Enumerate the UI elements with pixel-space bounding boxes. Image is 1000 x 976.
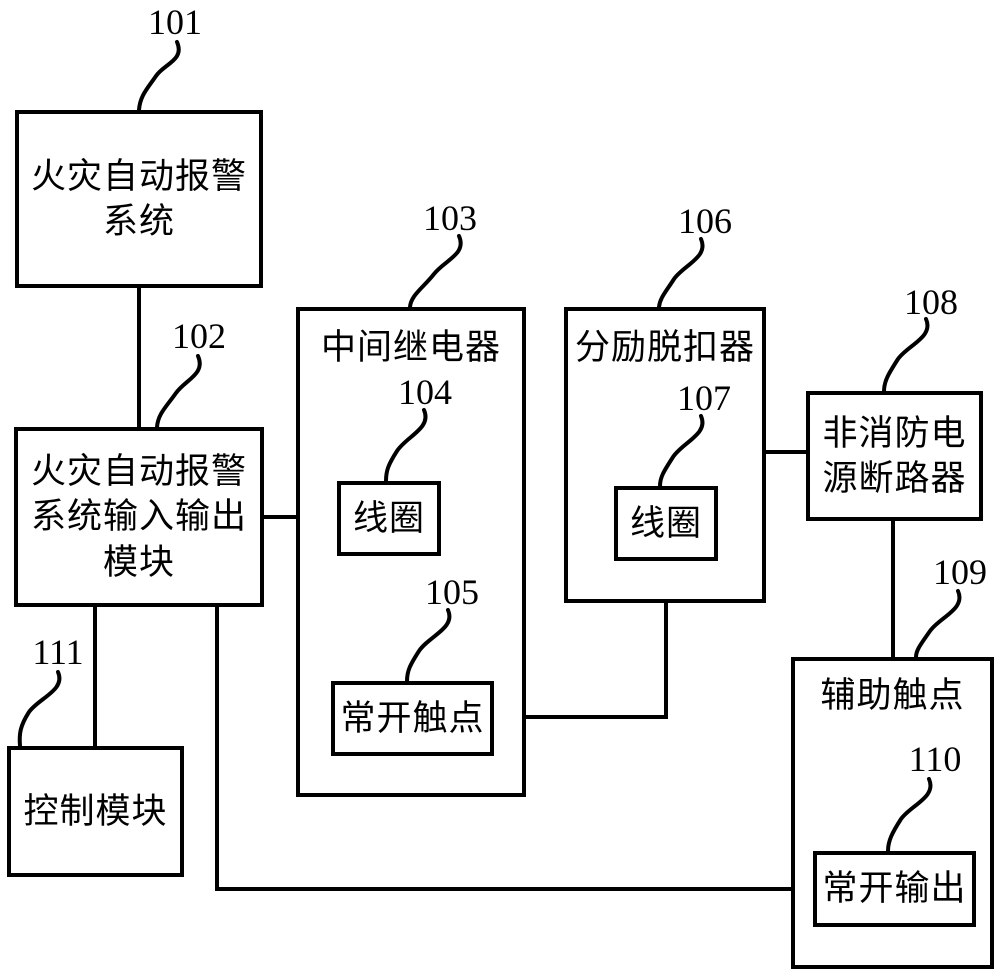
ref-108: 108 [904, 282, 958, 322]
leader-109 [914, 589, 962, 659]
connector-coil-107-down [664, 559, 668, 719]
connector-108-to-109 [891, 519, 895, 659]
box-relay-coil-label: 线圈 [352, 498, 425, 538]
box-shunt-release-label: 分励脱扣器 [574, 328, 755, 367]
ref-110: 110 [908, 739, 962, 779]
ref-109: 109 [933, 552, 987, 592]
connector-contact-105-to-coil-107 [492, 715, 668, 719]
box-relay-coil: 线圈 [337, 481, 441, 556]
box-control-module: 控制模块 [7, 746, 184, 877]
leader-101 [137, 40, 181, 112]
leader-103 [408, 234, 463, 309]
connector-101-to-102 [137, 287, 141, 428]
leader-102 [155, 354, 202, 429]
connector-102-to-111 [93, 605, 97, 748]
box-normally-open-contact-label: 常开触点 [340, 698, 485, 738]
ref-111: 111 [32, 632, 84, 672]
box-normally-open-contact: 常开触点 [331, 681, 494, 756]
box-io-module-label: 火灾自动报警 系统输入输出 模块 [30, 451, 247, 582]
connector-102-down [215, 605, 219, 891]
ref-102: 102 [172, 316, 226, 356]
connector-106-to-108 [764, 450, 808, 454]
box-intermediate-relay-label: 中间继电器 [320, 328, 501, 367]
box-fire-alarm-system: 火灾自动报警 系统 [15, 110, 263, 288]
ref-105: 105 [425, 572, 479, 612]
leader-106 [657, 237, 705, 309]
box-release-coil: 线圈 [614, 486, 718, 561]
ref-104: 104 [398, 372, 452, 412]
box-auxiliary-contact-label: 辅助触点 [820, 676, 965, 715]
box-fire-alarm-system-label: 火灾自动报警 系统 [30, 156, 247, 242]
box-release-coil-label: 线圈 [629, 503, 702, 543]
ref-101: 101 [148, 2, 202, 42]
ref-106: 106 [678, 201, 732, 241]
leader-108 [882, 317, 930, 393]
connector-102-to-output-110 [215, 887, 815, 891]
box-non-fire-power-breaker: 非消防电 源断路器 [806, 391, 983, 521]
box-io-module: 火灾自动报警 系统输入输出 模块 [14, 427, 264, 607]
ref-107: 107 [677, 378, 731, 418]
box-non-fire-power-breaker-label: 非消防电 源断路器 [822, 413, 967, 499]
ref-103: 103 [423, 198, 477, 238]
box-control-module-label: 控制模块 [23, 791, 168, 831]
leader-111 [17, 670, 62, 748]
box-normally-open-output: 常开输出 [813, 851, 976, 927]
box-normally-open-output-label: 常开输出 [822, 869, 967, 909]
